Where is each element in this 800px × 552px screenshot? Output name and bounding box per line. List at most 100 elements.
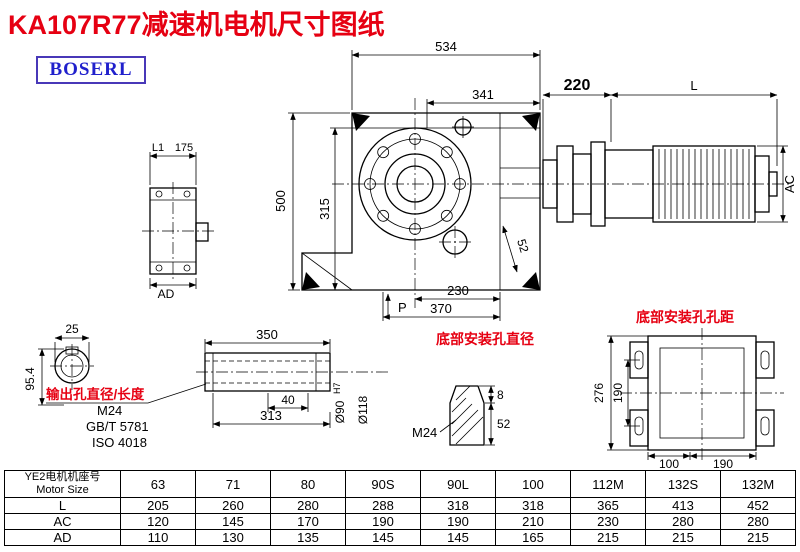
corner-wedge	[522, 272, 540, 290]
bottom-hole-callout: 底部安装孔直径	[436, 331, 534, 347]
motor-side-view: 220 L AC	[542, 77, 797, 227]
base-plan-view: 底部安装孔孔距 276 190 100 190	[592, 309, 784, 470]
cell: 280	[720, 513, 796, 531]
cell: 215	[645, 529, 721, 547]
dim-40: 40	[281, 393, 295, 407]
thread-m24: M24	[97, 403, 122, 418]
cell: 135	[270, 529, 346, 547]
column-header: 63	[120, 469, 196, 499]
cell: 280	[645, 513, 721, 531]
dim-bore-diameter: Ø90	[333, 400, 347, 423]
lifting-eye-symbol	[452, 116, 474, 138]
cell: 165	[495, 529, 571, 547]
thread-m24-bottom: M24	[412, 425, 437, 440]
dim-315: 315	[317, 198, 332, 220]
output-bore-section-view: 25 95.4 输出孔直径/长度 M24 GB/T 5781 ISO 4018	[23, 322, 207, 450]
cell: 215	[570, 529, 646, 547]
table-header-motor-size: YE2电机机座号 Motor Size	[4, 469, 121, 499]
cell: 190	[345, 513, 421, 531]
table-header-cn: YE2电机机座号	[24, 471, 101, 483]
mounting-slot	[760, 350, 770, 370]
cell: 190	[420, 513, 496, 531]
drain-hole	[439, 226, 471, 258]
table-row-AC: AC 120 145 170 190 190 210 230 280 280	[4, 513, 796, 531]
dim-190-vertical: 190	[611, 383, 625, 403]
technical-drawing: 534 341 500 315 52 230 370 P	[23, 39, 797, 470]
table-header-en: Motor Size	[36, 484, 89, 497]
dim-220: 220	[564, 77, 591, 94]
dim-bore-tolerance: H7	[332, 382, 342, 394]
mounting-slot	[760, 416, 770, 436]
row-label: AD	[4, 529, 121, 547]
column-header: 132M	[720, 469, 796, 499]
column-header: 90S	[345, 469, 421, 499]
cell: 215	[720, 529, 796, 547]
cell: 365	[570, 497, 646, 515]
dim-313: 313	[260, 408, 282, 423]
dim-350: 350	[256, 327, 278, 342]
std-gb5781: GB/T 5781	[86, 419, 149, 434]
table-row-AD: AD 110 130 135 145 145 165 215 215 215	[4, 529, 796, 547]
motor-fins	[658, 149, 750, 219]
dim-100: 100	[659, 457, 679, 470]
column-header: 132S	[645, 469, 721, 499]
cell: 170	[270, 513, 346, 531]
cell: 130	[195, 529, 271, 547]
dim-8: 8	[497, 388, 504, 402]
dim-175: 175	[175, 142, 193, 154]
label-p: P	[398, 300, 407, 315]
dim-500: 500	[273, 190, 288, 212]
bottom-hole-detail-view: 底部安装孔直径 8 52 M24	[412, 331, 534, 446]
column-header: 112M	[570, 469, 646, 499]
dim-190-horizontal: 190	[713, 457, 733, 470]
cell: 205	[120, 497, 196, 515]
row-label: AC	[4, 513, 121, 531]
cell: 120	[120, 513, 196, 531]
dim-52-depth: 52	[497, 417, 511, 431]
std-iso4018: ISO 4018	[92, 435, 147, 450]
boserl-logo: BOSERL	[36, 56, 146, 84]
cell: 260	[195, 497, 271, 515]
hollow-shaft-view: 350 40 313 Ø90 H7 Ø118	[196, 327, 388, 428]
shaft-end-view: L1 175 AD	[142, 142, 214, 301]
column-header: 80	[270, 469, 346, 499]
dim-276: 276	[592, 383, 606, 403]
dim-230: 230	[447, 283, 469, 298]
cell: 230	[570, 513, 646, 531]
corner-wedge	[522, 113, 540, 131]
corner-wedge	[302, 272, 320, 290]
cell: 452	[720, 497, 796, 515]
base-holes-callout: 底部安装孔孔距	[636, 309, 734, 325]
cell: 280	[270, 497, 346, 515]
cell: 145	[420, 529, 496, 547]
dim-341: 341	[472, 87, 494, 102]
dim-52-side: 52	[514, 237, 531, 254]
output-bore-callout: 输出孔直径/长度	[46, 386, 145, 402]
dim-L1: L1	[152, 142, 164, 154]
dim-outer-diameter: Ø118	[356, 395, 370, 424]
cell: 413	[645, 497, 721, 515]
dim-95-4: 95.4	[23, 367, 37, 391]
page-title: KA107R77减速机电机尺寸图纸	[8, 10, 385, 40]
dim-AC: AC	[782, 175, 797, 193]
table-header-row: YE2电机机座号 Motor Size 63 71 80 90S 90L 100…	[4, 469, 796, 499]
corner-wedge	[352, 113, 370, 131]
cell: 288	[345, 497, 421, 515]
cell: 110	[120, 529, 196, 547]
table-row-L: L 205 260 280 288 318 318 365 413 452	[4, 497, 796, 515]
dim-534: 534	[435, 39, 457, 54]
dim-AD: AD	[158, 287, 175, 301]
cell: 210	[495, 513, 571, 531]
motor-size-table: YE2电机机座号 Motor Size 63 71 80 90S 90L 100…	[4, 469, 796, 547]
dim-L: L	[690, 78, 697, 93]
gearbox-front-view: 534 341 500 315 52 230 370 P	[273, 39, 792, 321]
column-header: 90L	[420, 469, 496, 499]
cell: 145	[345, 529, 421, 547]
dim-370: 370	[430, 301, 452, 316]
dim-25: 25	[65, 322, 79, 336]
column-header: 71	[195, 469, 271, 499]
boserl-logo-text: BOSERL	[49, 59, 133, 80]
column-header: 100	[495, 469, 571, 499]
row-label: L	[4, 497, 121, 515]
